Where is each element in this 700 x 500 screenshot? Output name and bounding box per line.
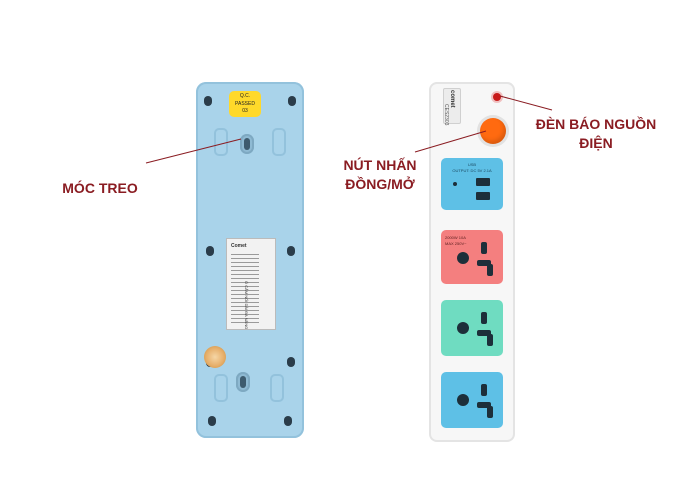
slot — [270, 374, 284, 402]
indicator-label-line2: ĐIỆN — [579, 135, 613, 151]
spec-brand: Comet — [231, 243, 247, 249]
spec-sticker: Comet Ổ CẮM NỐI DÀI ĐA NĂNG — [226, 238, 276, 330]
rubber-foot — [287, 246, 295, 256]
rubber-foot — [208, 416, 216, 426]
socket-rating-voltage: MAX 250V~ — [445, 241, 467, 246]
socket-pink[interactable]: 2000W 10A MAX 250V~ — [441, 230, 503, 284]
qc-label: Q.C. — [239, 93, 251, 99]
power-indicator-light — [493, 93, 501, 101]
switch-label-line1: NÚT NHẤN — [343, 157, 417, 173]
socket-blue[interactable] — [441, 372, 503, 428]
brand-plate — [443, 88, 461, 124]
rubber-foot — [287, 357, 295, 367]
hook-callout-line — [145, 138, 242, 164]
qc-number-label: 03 — [242, 108, 248, 114]
rubber-foot — [204, 96, 212, 106]
usb-port[interactable] — [476, 192, 490, 200]
qc-passed-label: PASSED — [235, 101, 255, 107]
socket-rating-power: 2000W 10A — [445, 235, 466, 240]
slot — [214, 128, 228, 156]
switch-label-line2: ĐỒNG/MỞ — [345, 176, 415, 192]
indicator-label-line1: ĐÈN BÁO NGUỒN — [535, 116, 657, 132]
hanging-hook — [240, 134, 254, 154]
usb-title: USB — [467, 162, 477, 167]
slot — [272, 128, 286, 156]
rubber-foot — [288, 96, 296, 106]
usb-module: USB OUTPUT: DC 5V 2.1A — [441, 158, 503, 210]
socket-green[interactable] — [441, 300, 503, 356]
switch-callout-line — [414, 130, 487, 153]
certification-sticker — [204, 346, 226, 368]
hanging-hook — [236, 372, 250, 392]
front-panel: comet CES2303 USB OUTPUT: DC 5V 2.1A 200… — [429, 82, 515, 442]
hook-label: MÓC TREO — [62, 180, 138, 196]
usb-led-icon — [453, 182, 457, 186]
rubber-foot — [206, 246, 214, 256]
qc-sticker: Q.C. PASSED 03 — [229, 91, 261, 117]
rubber-foot — [284, 416, 292, 426]
usb-output-label: OUTPUT: DC 5V 2.1A — [452, 168, 492, 173]
slot — [214, 374, 228, 402]
back-panel: Q.C. PASSED 03 Comet Ổ CẮM NỐI DÀI ĐA NĂ… — [196, 82, 304, 438]
usb-port[interactable] — [476, 178, 490, 186]
indicator-callout-line — [499, 95, 553, 111]
